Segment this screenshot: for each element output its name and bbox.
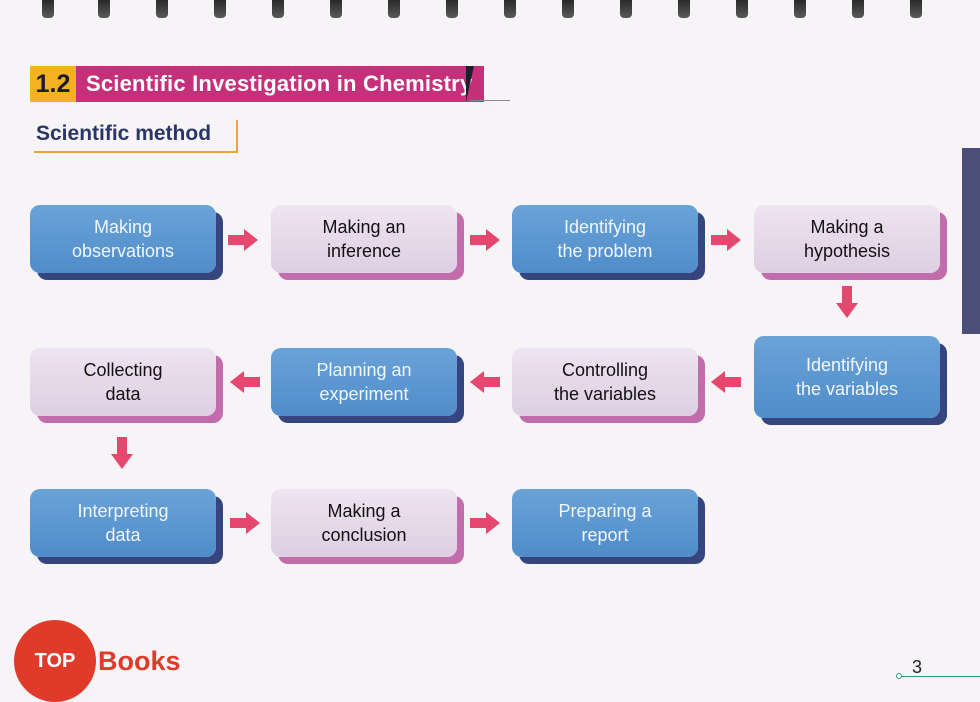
- step-identifying-the-variables: Identifying the variables: [754, 336, 940, 418]
- step-planning-an-experiment: Planning an experiment: [271, 348, 457, 416]
- arrow-down-icon: [111, 437, 133, 469]
- binder-ring: [852, 0, 864, 18]
- binder-ring: [910, 0, 922, 18]
- step-interpreting-data: Interpreting data: [30, 489, 216, 557]
- watermark-text: Books: [98, 645, 181, 676]
- step-label-line: inference: [326, 241, 402, 261]
- page-number-rule: [900, 676, 980, 677]
- binder-ring: [272, 0, 284, 18]
- arrow-right-icon: [470, 512, 500, 534]
- page-number-dot: [896, 673, 902, 679]
- arrow-right-icon: [470, 229, 500, 251]
- step-label-line: data: [105, 384, 141, 404]
- step-label-line: Interpreting: [77, 501, 169, 521]
- step-preparing-a-report: Preparing a report: [512, 489, 698, 557]
- subsection-corner: [236, 120, 238, 152]
- step-making-a-hypothesis: Making a hypothesis: [754, 205, 940, 273]
- step-label-line: the variables: [553, 384, 657, 404]
- step-label-line: conclusion: [321, 525, 407, 545]
- arrow-down-icon: [836, 286, 858, 318]
- step-making-observations: Making observations: [30, 205, 216, 273]
- step-label-line: experiment: [319, 384, 409, 404]
- binder-ring: [42, 0, 54, 18]
- watermark-badge: TOP: [14, 620, 96, 702]
- step-controlling-the-variables: Controlling the variables: [512, 348, 698, 416]
- step-label-line: data: [105, 525, 141, 545]
- section-number: 1.2: [30, 66, 76, 102]
- binder-ring: [562, 0, 574, 18]
- subsection-underline: [34, 151, 238, 153]
- subsection-title: Scientific method: [36, 122, 212, 145]
- binder-ring: [678, 0, 690, 18]
- step-label-line: Making: [93, 217, 153, 237]
- binder-ring: [330, 0, 342, 18]
- chapter-side-tab: [962, 148, 980, 334]
- arrow-right-icon: [228, 229, 258, 251]
- topbooks-watermark: TOP Books: [14, 620, 181, 702]
- step-label-line: the problem: [557, 241, 653, 261]
- step-label-line: the variables: [795, 379, 899, 399]
- binder-ring: [214, 0, 226, 18]
- binder-ring: [98, 0, 110, 18]
- step-label-line: Making an: [322, 217, 406, 237]
- step-label-line: Planning an: [316, 360, 412, 380]
- arrow-right-icon: [711, 229, 741, 251]
- step-collecting-data: Collecting data: [30, 348, 216, 416]
- binder-ring: [736, 0, 748, 18]
- step-label-line: Controlling: [561, 360, 649, 380]
- binder-ring: [620, 0, 632, 18]
- step-label-line: report: [581, 525, 629, 545]
- step-making-a-conclusion: Making a conclusion: [271, 489, 457, 557]
- step-identifying-the-problem: Identifying the problem: [512, 205, 698, 273]
- step-making-an-inference: Making an inference: [271, 205, 457, 273]
- step-label-line: Collecting: [83, 360, 163, 380]
- step-label-line: observations: [71, 241, 175, 261]
- page-number: 3: [912, 657, 923, 677]
- step-label-line: Identifying: [563, 217, 647, 237]
- binder-ring: [504, 0, 516, 18]
- binder-ring: [446, 0, 458, 18]
- arrow-right-icon: [230, 512, 260, 534]
- step-label-line: Making a: [327, 501, 401, 521]
- step-label-line: Identifying: [805, 355, 889, 375]
- section-rule: [470, 100, 510, 101]
- binder-ring: [388, 0, 400, 18]
- arrow-left-icon: [711, 371, 741, 393]
- step-label-line: hypothesis: [803, 241, 891, 261]
- section-title-tail: [466, 66, 474, 102]
- section-title: Scientific Investigation in Chemistry: [76, 66, 485, 102]
- arrow-left-icon: [230, 371, 260, 393]
- step-label-line: Making a: [810, 217, 884, 237]
- binder-ring: [156, 0, 168, 18]
- step-label-line: Preparing a: [558, 501, 652, 521]
- arrow-left-icon: [470, 371, 500, 393]
- binder-rings: [0, 0, 980, 22]
- binder-ring: [794, 0, 806, 18]
